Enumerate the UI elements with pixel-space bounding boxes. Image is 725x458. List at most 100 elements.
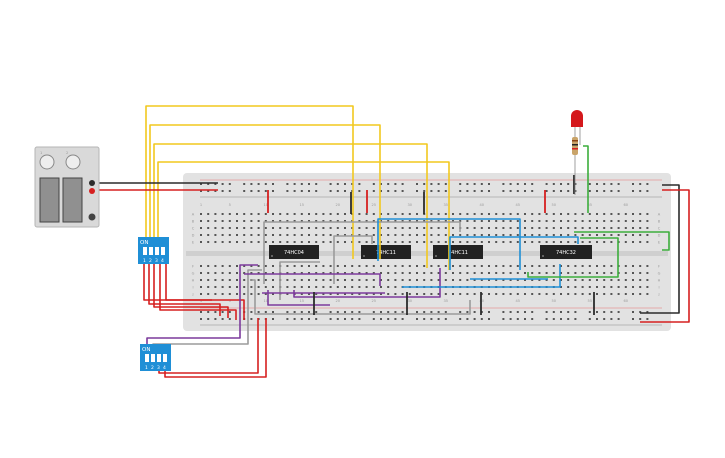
dip-toggle[interactable] (149, 247, 153, 255)
row-letter: G (192, 271, 195, 275)
dip-switch-1[interactable]: ON 1 2 3 4 (138, 237, 169, 264)
column-number: 30 (408, 203, 413, 207)
chip-body (361, 245, 411, 259)
wire-gray[interactable] (279, 261, 320, 300)
terminal-red[interactable] (89, 188, 95, 194)
column-number: 20 (336, 203, 341, 207)
column-number: 55 (588, 203, 593, 207)
wire-yellow[interactable] (145, 105, 354, 259)
dip-on-label: ON (142, 347, 150, 353)
current-knob[interactable] (65, 154, 81, 170)
column-number: 15 (300, 299, 305, 303)
dip-number: 4 (163, 365, 166, 371)
row-letter: A (192, 212, 195, 216)
row-letter: D (192, 233, 195, 237)
wire-yellow[interactable] (149, 124, 381, 259)
wire-blue[interactable] (449, 236, 579, 270)
resistor-body (572, 137, 578, 155)
wire-red[interactable] (640, 189, 690, 323)
dip-toggle[interactable] (143, 247, 147, 255)
wire-red[interactable] (164, 318, 267, 378)
chip-label: 74HC04 (284, 250, 304, 256)
column-number: 50 (552, 299, 557, 303)
column-number: 45 (516, 203, 521, 207)
row-letter: C (192, 226, 195, 230)
row-letter: H (658, 278, 661, 282)
wire-purple[interactable] (267, 290, 330, 306)
wire-purple[interactable] (146, 264, 258, 346)
dip-number: 1 (145, 365, 148, 371)
column-number: 30 (408, 299, 413, 303)
dip-on-label: ON (140, 240, 148, 246)
column-number: 10 (264, 299, 269, 303)
dip-number: 3 (155, 258, 158, 264)
row-letter: F (658, 264, 660, 268)
wire-red[interactable] (153, 262, 229, 318)
dip-switch-2[interactable]: ON 1 2 3 4 (140, 344, 171, 371)
column-number: 25 (372, 203, 377, 207)
wire-black[interactable] (640, 184, 680, 314)
wire-gray[interactable] (250, 279, 471, 315)
terminal-black[interactable] (89, 180, 95, 186)
dip-toggle[interactable] (151, 354, 155, 362)
wire-gray[interactable] (263, 221, 461, 284)
row-letter: C (658, 226, 661, 230)
row-letter: B (658, 219, 661, 223)
wire-green[interactable] (527, 237, 619, 278)
column-number: 50 (552, 203, 557, 207)
wire-blue[interactable] (377, 218, 521, 270)
row-letter: I (192, 285, 193, 289)
chip-74hc11-a[interactable]: 74HC11 (361, 245, 411, 259)
wire-blue[interactable] (402, 264, 561, 288)
resistor-band (572, 140, 578, 142)
row-letter: I (658, 285, 659, 289)
chip-74hc04[interactable]: 74HC04 (269, 245, 319, 259)
chip-74hc11-b[interactable]: 74HC11 (433, 245, 483, 259)
wire-gray[interactable] (333, 235, 373, 284)
display-panel (62, 177, 83, 223)
chip-body (540, 245, 592, 259)
wire-green[interactable] (583, 145, 589, 213)
column-number: 10 (264, 203, 269, 207)
dip-toggle[interactable] (161, 247, 165, 255)
dip-toggle[interactable] (163, 354, 167, 362)
chip-label: 74HC32 (556, 250, 576, 256)
dip-toggle[interactable] (145, 354, 149, 362)
wire-yellow[interactable] (157, 161, 450, 270)
power-switch[interactable] (88, 213, 96, 221)
dip-toggle[interactable] (157, 354, 161, 362)
resistor-band (572, 144, 578, 146)
chip-notch (435, 255, 437, 257)
wire-yellow[interactable] (153, 143, 428, 268)
dip-number: 4 (161, 258, 164, 264)
column-number: 1 (200, 299, 202, 303)
wire-red[interactable] (158, 318, 259, 374)
column-number: 5 (229, 299, 231, 303)
voltage-knob[interactable] (39, 154, 55, 170)
wire-red[interactable] (165, 262, 245, 320)
dip-toggle[interactable] (155, 247, 159, 255)
chip-body (433, 245, 483, 259)
row-letter: E (658, 240, 661, 244)
chip-notch (542, 255, 544, 257)
wire-purple[interactable] (244, 273, 381, 286)
row-letter: A (658, 212, 661, 216)
chip-notch (271, 255, 273, 257)
column-number: 60 (624, 203, 629, 207)
column-number: 35 (444, 203, 449, 207)
wire-red[interactable] (159, 262, 237, 320)
resistor[interactable] (572, 137, 578, 195)
wire-green[interactable] (574, 231, 670, 251)
column-number: 40 (480, 203, 485, 207)
row-letter: E (192, 240, 195, 244)
dip-number: 2 (151, 365, 154, 371)
column-number: 45 (516, 299, 521, 303)
power-supply[interactable]: 1 2 (34, 146, 100, 228)
chip-74hc32[interactable]: 74HC32 (540, 245, 592, 259)
led-bulb (571, 110, 583, 127)
row-letter: B (192, 219, 195, 223)
led[interactable] (571, 110, 583, 145)
